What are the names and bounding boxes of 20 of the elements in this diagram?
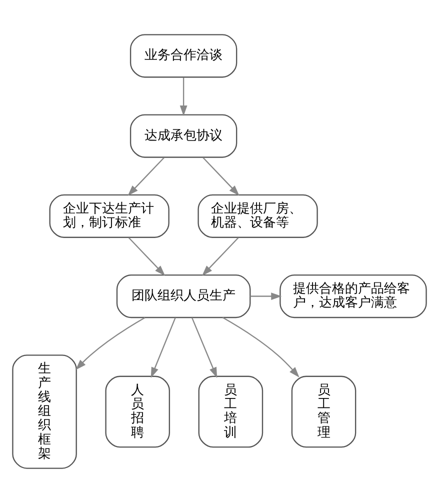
arrow bbox=[202, 237, 239, 276]
node-box: 提供合格的产品给客户，达成客户满意 bbox=[280, 274, 427, 318]
arrow bbox=[150, 317, 176, 378]
arrow bbox=[128, 157, 164, 196]
arrow bbox=[191, 317, 218, 378]
arrow bbox=[76, 317, 146, 370]
arrow bbox=[202, 157, 240, 196]
arrow bbox=[128, 237, 166, 276]
arrow bbox=[180, 78, 188, 116]
arrow bbox=[250, 292, 282, 300]
node-box: 达成承包协议 bbox=[130, 114, 238, 158]
node-box: 生产线组织框架 bbox=[12, 354, 77, 469]
node-box: 团队组织人员生产 bbox=[116, 274, 251, 318]
node-box: 企业提供厂房、机器、设备等 bbox=[198, 194, 318, 238]
node-box: 业务合作洽谈 bbox=[130, 34, 238, 78]
node-box: 人员招聘 bbox=[105, 376, 170, 448]
node-box: 企业下达生产计划，制订标准 bbox=[49, 194, 170, 238]
node-box: 员工培训 bbox=[198, 376, 264, 448]
node-box: 员工管理 bbox=[291, 376, 356, 448]
arrow bbox=[222, 317, 300, 378]
